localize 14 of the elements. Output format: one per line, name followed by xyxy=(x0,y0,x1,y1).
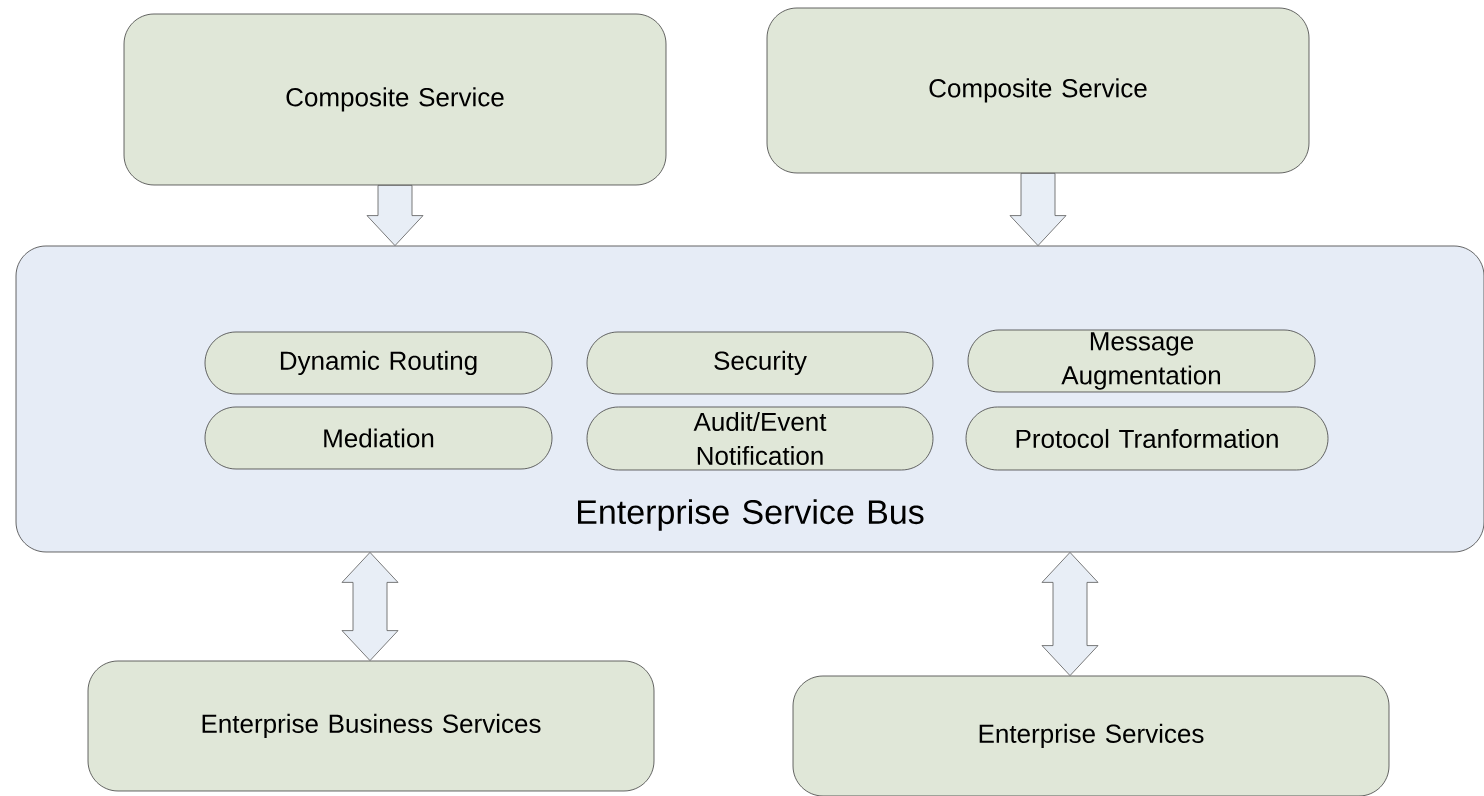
service-box: Enterprise Business Services xyxy=(87,660,655,792)
service-box: Composite Service xyxy=(766,7,1310,174)
block-arrow xyxy=(1041,552,1099,676)
service-box: Enterprise Services xyxy=(792,675,1390,796)
block-arrow xyxy=(341,552,399,661)
function-pill: Audit/Event Notification xyxy=(586,406,934,471)
function-pill: Security xyxy=(586,331,934,395)
function-pill: Message Augmentation xyxy=(967,329,1316,393)
function-pill: Mediation xyxy=(204,406,553,470)
block-arrow xyxy=(366,185,424,246)
service-box: Composite Service xyxy=(123,13,667,186)
function-pill: Protocol Tranformation xyxy=(965,406,1329,471)
function-pill: Dynamic Routing xyxy=(204,331,553,395)
block-arrow xyxy=(1009,173,1067,246)
